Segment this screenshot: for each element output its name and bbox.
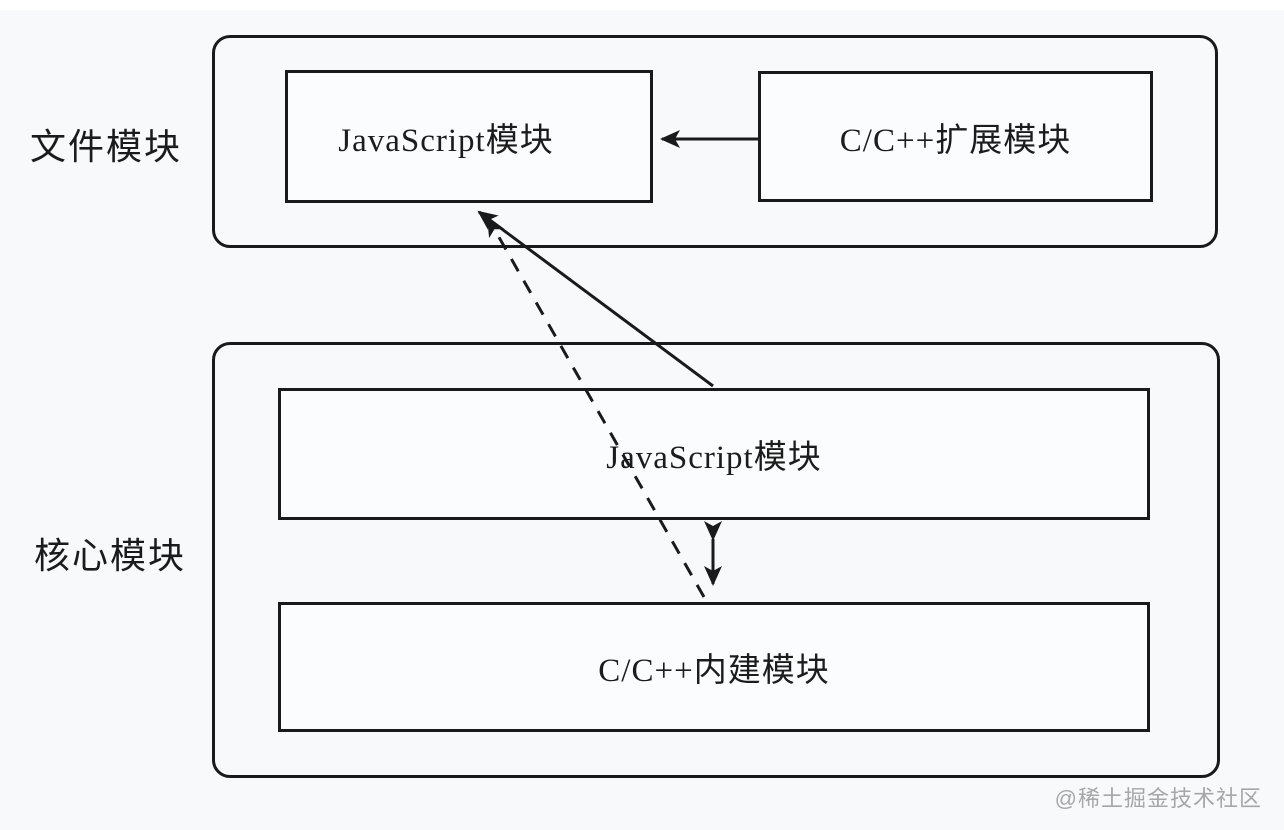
core-javascript-module-box: JavaScript模块 <box>278 388 1150 520</box>
file-modules-group <box>212 35 1218 248</box>
core-modules-label: 核心模块 <box>34 536 187 576</box>
watermark-text: @稀土掘金技术社区 <box>1054 786 1262 811</box>
file-modules-label: 文件模块 <box>30 127 183 167</box>
core-modules-group <box>212 342 1220 778</box>
file-javascript-module-box: JavaScript模块 <box>285 70 653 203</box>
cpp-builtin-module-box: C/C++内建模块 <box>278 602 1150 732</box>
cpp-extension-module-box: C/C++扩展模块 <box>758 71 1153 202</box>
